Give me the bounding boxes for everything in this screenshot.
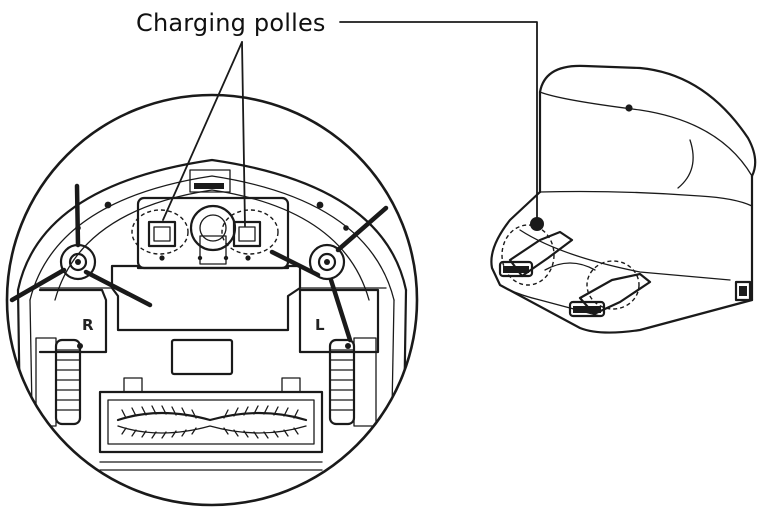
wheel-left-label: L [315,316,325,334]
right-side-brush [9,183,153,308]
dock-tower-front [538,90,754,302]
callout-leaders [162,21,538,227]
left-charging-contact [147,220,177,248]
wheel-right-label: R [82,316,94,334]
left-drive-wheel [328,337,377,427]
dock-left-charging-plate [498,230,574,278]
dock-right-charging-plate [568,272,652,318]
right-charging-contact [232,220,262,248]
charging-dock [490,64,757,334]
sensor-plate [189,169,231,193]
dock-tower-top [538,64,757,178]
contact-highlight [131,209,189,255]
front-caster-wheel [189,204,237,252]
right-wheel-well [38,288,108,354]
center-sensor-window [170,338,234,376]
robot-body-outline [16,158,408,292]
main-brush-housing [98,377,324,471]
robot-underside: R L [5,93,419,507]
dock-power-port [734,280,752,302]
charging-contact-module [136,196,290,270]
left-wheel-well [298,288,380,354]
charging-poles-callout: Charging polles [136,9,326,37]
magnifier-circle [5,93,419,507]
